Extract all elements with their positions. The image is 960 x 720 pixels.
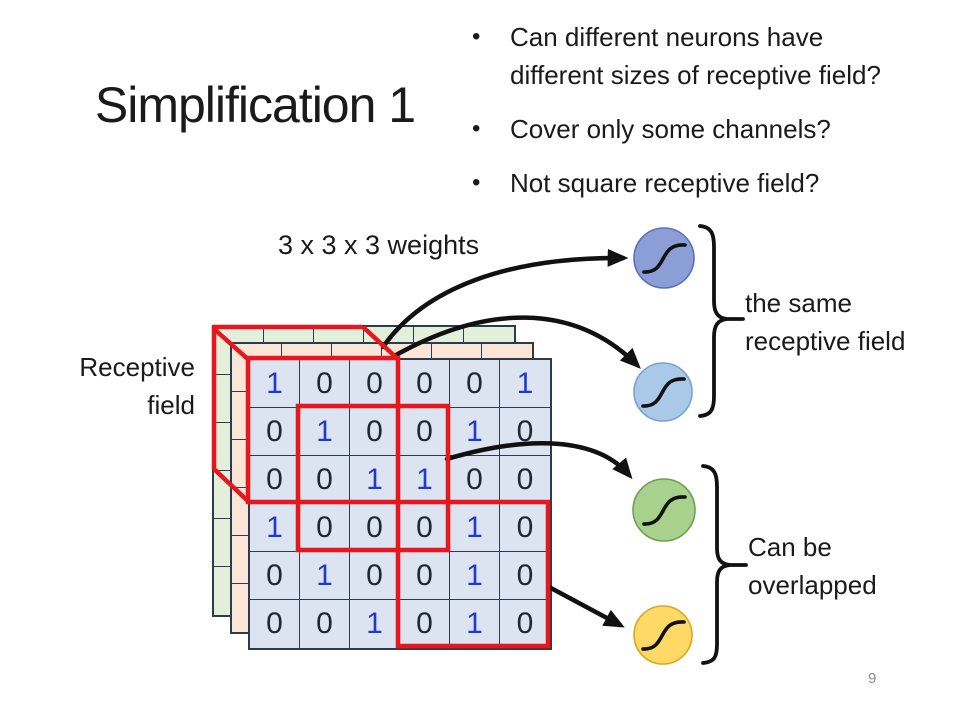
sigmoid-icon — [641, 377, 686, 408]
grid-cell-r1c1: 1 — [250, 360, 300, 408]
grid-cell-r1c2: 0 — [300, 360, 350, 408]
page-title: Simplification 1 — [94, 77, 416, 133]
weights-label: 3 x 3 x 3 weights — [278, 230, 480, 260]
bullet-item: • Not square receptive field? — [472, 164, 942, 202]
grid-cell-r4c4: 0 — [400, 504, 450, 552]
grid-cell-r3c2: 0 — [300, 456, 350, 504]
grid-cell-r6c4: 0 — [400, 600, 450, 648]
grid-cell-r2c1: 0 — [250, 408, 300, 456]
grid-cell-r2c4: 0 — [400, 408, 450, 456]
bullet-text: Cover only some channels? — [510, 114, 831, 144]
bullet-icon: • — [472, 115, 481, 142]
grid-cell-r1c5: 0 — [450, 360, 500, 408]
grid-cell-r5c5: 1 — [450, 552, 500, 600]
sigmoid-neuron-4 — [633, 605, 693, 665]
sigmoid-curves — [641, 243, 687, 651]
grid-cell-r3c3: 1 — [350, 456, 400, 504]
grid-cell-r2c5: 1 — [450, 408, 500, 456]
grid-cell-r4c3: 0 — [350, 504, 400, 552]
page-number: 9 — [868, 670, 877, 687]
grid-cell-r4c6: 0 — [500, 504, 550, 552]
brace-group — [698, 224, 748, 665]
grid-cell-r2c6: 0 — [500, 408, 550, 456]
sigmoid-icon — [642, 495, 687, 526]
grid-cell-r6c5: 1 — [450, 600, 500, 648]
grid-cell-r4c1: 1 — [250, 504, 300, 552]
grid-cell-r5c3: 0 — [350, 552, 400, 600]
brace-same-receptive-field — [698, 224, 745, 418]
bullet-list: • Can different neurons have different si… — [472, 18, 942, 218]
bullet-icon: • — [472, 23, 481, 50]
sigmoid-neuron-1 — [633, 227, 695, 289]
bullet-item: • Can different neurons have different si… — [472, 18, 942, 94]
grid-cell-r5c1: 0 — [250, 552, 300, 600]
grid-cell-r4c2: 0 — [300, 504, 350, 552]
grid-cell-r5c2: 1 — [300, 552, 350, 600]
grid-cell-r3c5: 0 — [450, 456, 500, 504]
grid-cell-r1c3: 0 — [350, 360, 400, 408]
grid-cell-r2c3: 0 — [350, 408, 400, 456]
bullet-item: • Cover only some channels? — [472, 110, 942, 148]
grid-cell-r6c6: 0 — [516, 607, 534, 640]
receptive-field-label: Receptive field — [79, 352, 195, 420]
grid-cell-r4c5: 1 — [450, 504, 500, 552]
sigmoid-neuron-3 — [632, 478, 696, 542]
grid-cell-r6c3: 1 — [350, 600, 400, 648]
bullet-text: Not square receptive field? — [510, 168, 820, 198]
arrow-to-neuron-4 — [546, 584, 625, 628]
neuron-group — [632, 227, 696, 665]
grid-cell-r1c4: 0 — [400, 360, 450, 408]
grid-cell-r6c2: 0 — [300, 600, 350, 648]
overlap-label: Can be overlapped — [748, 532, 877, 600]
grid-cell-r2c2: 1 — [300, 408, 350, 456]
bullet-icon: • — [472, 169, 481, 196]
grid-cell-r5c6: 0 — [500, 552, 550, 600]
brace-can-be-overlapped — [701, 464, 748, 665]
grid-cell-r5c4: 0 — [400, 552, 450, 600]
bullet-text: Can different neurons have different siz… — [510, 22, 881, 90]
sigmoid-neuron-2 — [633, 362, 693, 422]
grid-cell-r3c4: 1 — [400, 456, 450, 504]
same-receptive-field-label: the same receptive field — [745, 288, 906, 356]
grid-cell-r6c1: 0 — [250, 600, 300, 648]
grid-cell-r3c6: 0 — [500, 456, 550, 504]
sigmoid-icon — [642, 243, 687, 274]
grid-cell-r3c1: 0 — [250, 456, 300, 504]
grid-cell-r1c6: 1 — [500, 360, 550, 408]
sigmoid-icon — [641, 620, 686, 651]
